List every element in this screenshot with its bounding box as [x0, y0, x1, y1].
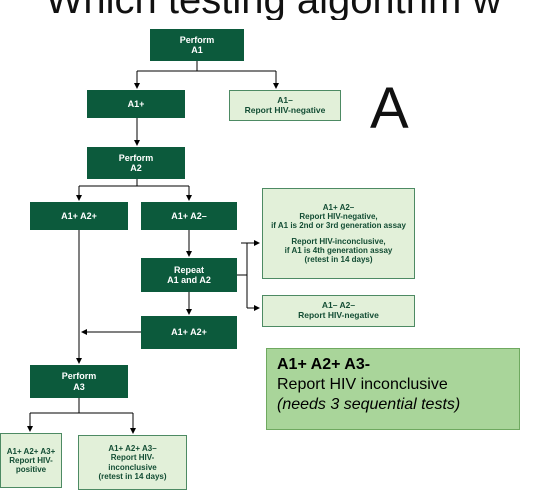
perform-a3-node: Perform A3	[30, 365, 128, 398]
slide-title: Which testing algorithm w	[0, 0, 547, 20]
node-line: Perform	[61, 371, 97, 382]
node-line: A1+ A2+ A3+	[6, 446, 56, 456]
node-line: A1 and A2	[167, 275, 211, 285]
node-line: A1+	[127, 98, 145, 109]
perform-a2-node: Perform A2	[87, 147, 185, 179]
discordant-report-node: A1+ A2– Report HIV-negative, if A1 is 2n…	[262, 188, 415, 279]
node-line: Report HIV-negative	[298, 310, 379, 320]
node-line: A1	[191, 45, 203, 55]
a3-negative-report-node: A1+ A2+ A3– Report HIV- inconclusive (re…	[78, 435, 187, 490]
node-line: A2	[130, 163, 142, 173]
node-line: (retest in 14 days)	[98, 471, 167, 481]
callout-result-line: A1+ A2+ A3-	[277, 356, 371, 373]
a1-negative-report-node: A1– Report HIV-negative	[229, 90, 341, 121]
repeat-negative-report-node: A1– A2– Report HIV-negative	[262, 295, 415, 327]
repeat-positive-node: A1+ A2+	[141, 316, 237, 349]
node-line: positive	[15, 465, 47, 475]
node-line: if A1 is 4th generation assay	[284, 245, 393, 255]
node-line: if A1 is 2nd or 3rd generation assay	[271, 221, 406, 231]
node-line: Report HIV-negative,	[299, 212, 378, 222]
node-line: Report HIV-negative	[244, 104, 326, 115]
node-line: inconclusive	[108, 462, 157, 472]
node-line: A3	[73, 381, 85, 392]
node-line: (retest in 14 days)	[304, 254, 373, 264]
node-line: Repeat	[173, 264, 204, 275]
panel-label: A	[370, 76, 409, 141]
node-line: A1+ A2+ A3–	[108, 444, 157, 454]
node-line: A1–	[277, 94, 293, 105]
node-line: Report HIV-inconclusive,	[291, 236, 386, 246]
node-line: A1+ A2–	[171, 210, 207, 221]
perform-a1-node: Perform A1	[150, 29, 244, 61]
a1-positive-a2-negative-node: A1+ A2–	[141, 202, 237, 230]
a1-positive-node: A1+	[87, 90, 185, 118]
node-line: A1– A2–	[321, 300, 356, 311]
node-line: Report HIV-	[110, 453, 155, 463]
a1-a2-positive-node: A1+ A2+	[30, 202, 128, 230]
node-line: Perform	[179, 34, 215, 45]
callout-note-line: (needs 3 sequential tests)	[277, 396, 461, 413]
node-line: A1+ A2–	[322, 202, 355, 212]
node-line: Perform	[118, 152, 154, 163]
repeat-node: Repeat A1 and A2	[141, 258, 237, 292]
node-line: A1+ A2+	[171, 327, 207, 338]
summary-callout: A1+ A2+ A3- Report HIV inconclusive (nee…	[266, 348, 520, 430]
node-line: Report HIV-	[9, 455, 53, 465]
all-positive-report-node: A1+ A2+ A3+ Report HIV- positive	[0, 433, 62, 488]
node-line: A1+ A2+	[61, 210, 97, 221]
callout-report-line: Report HIV inconclusive	[277, 376, 448, 393]
